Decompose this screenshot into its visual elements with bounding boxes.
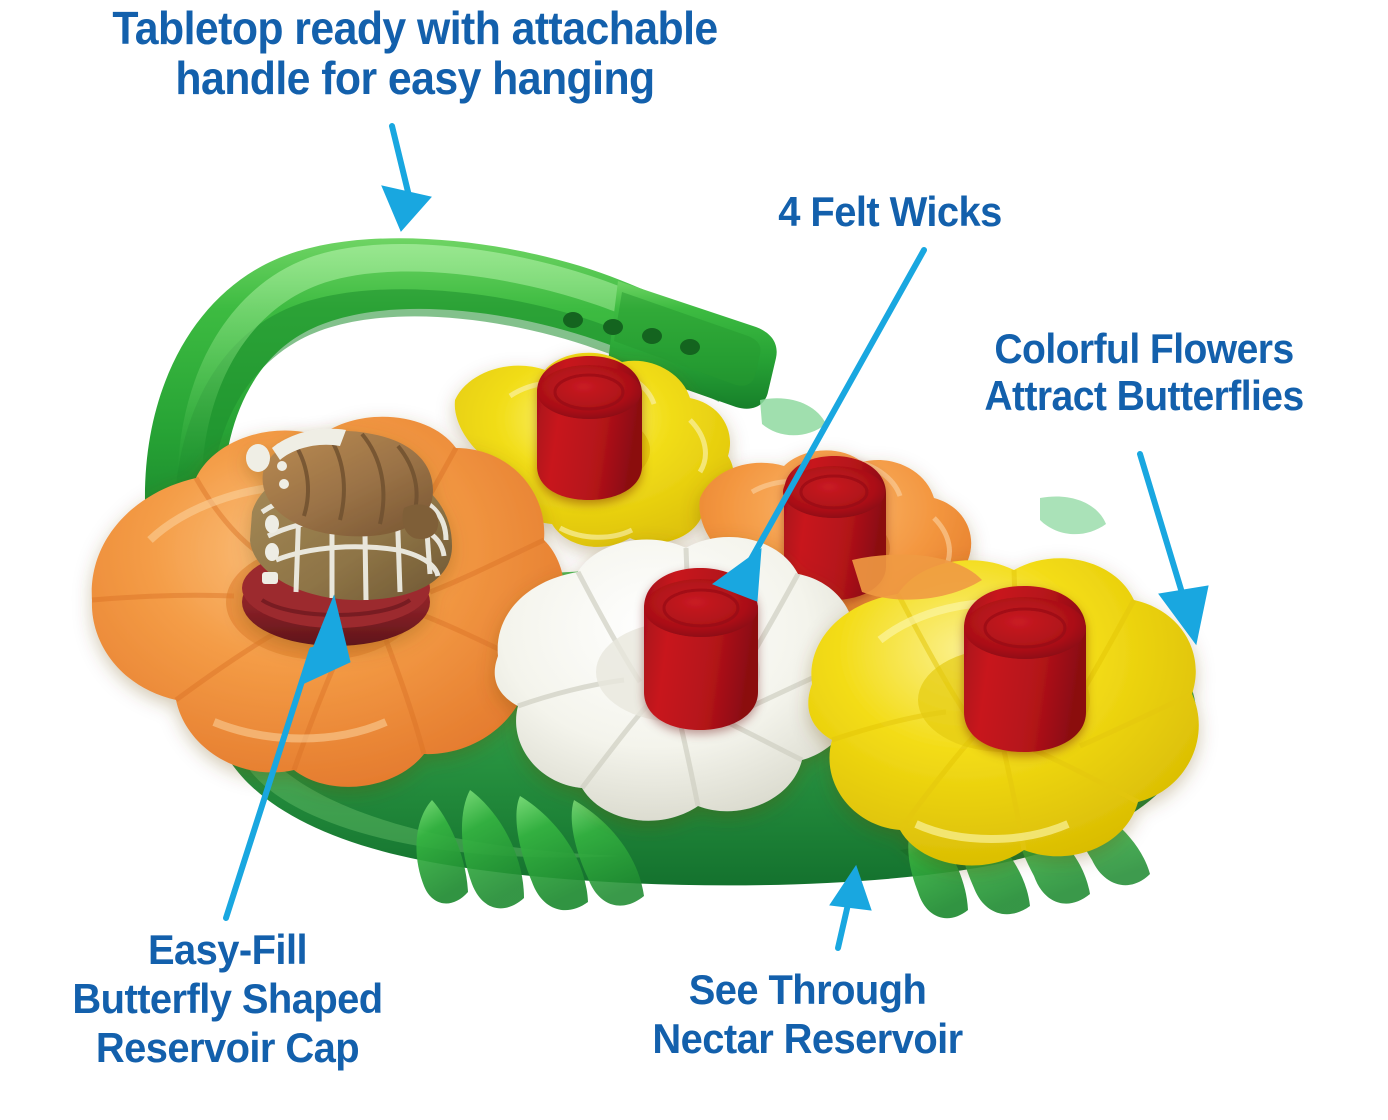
butterfly-dot-3 [279, 479, 289, 489]
leaf-back-1 [760, 398, 826, 436]
felt-wick-3-ring [662, 588, 740, 628]
handle-hole-4 [680, 339, 700, 355]
handle-hole-1 [563, 312, 583, 328]
callout-colorful-flowers: Colorful Flowers Attract Butterflies [984, 325, 1304, 420]
felt-wick [644, 568, 758, 730]
butterfly-head-mark [246, 444, 270, 472]
butterfly-spot-1 [265, 515, 279, 533]
butterfly-dot-1 [275, 443, 285, 453]
felt-wick-2-top [783, 466, 885, 518]
leaf-4 [571, 800, 644, 906]
butterfly-tip-bump [402, 504, 439, 540]
butterfly-leading-edge [272, 428, 346, 460]
felt-wick-1-top [537, 365, 641, 419]
felt-wick [537, 356, 642, 500]
felt-wick [964, 586, 1086, 752]
leaf-3 [516, 796, 588, 911]
butterfly-spot-3 [262, 572, 278, 584]
handle-tab-groove [614, 292, 761, 386]
leaf-back-2 [1040, 496, 1106, 535]
leaf-1 [416, 800, 468, 904]
leaf-2 [461, 790, 524, 909]
callout-tabletop-handle: Tabletop ready with attachable handle fo… [112, 2, 718, 104]
felt-wick-4-ring [983, 607, 1067, 649]
handle-hole-2 [603, 319, 623, 335]
felt-wick-4-top [964, 597, 1086, 659]
butterfly-cap [242, 428, 452, 646]
felt-wick-3-top [644, 579, 758, 637]
callout-nectar-reservoir: See Through Nectar Reservoir [652, 966, 963, 1063]
butterfly-dot-2 [277, 461, 287, 471]
callout-felt-wicks: 4 Felt Wicks [778, 188, 1002, 235]
butterfly-spot-2 [265, 543, 279, 561]
felt-wick-1-ring [553, 373, 625, 411]
handle-hole-3 [642, 328, 662, 344]
callout-reservoir-cap: Easy-Fill Butterfly Shaped Reservoir Cap [72, 926, 383, 1072]
